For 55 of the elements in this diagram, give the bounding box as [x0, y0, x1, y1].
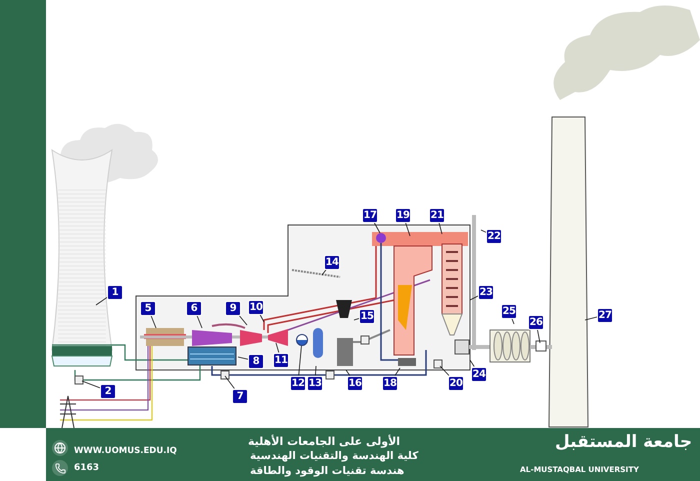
callout-number: 2: [100, 384, 116, 398]
leader-line: [470, 296, 478, 300]
leader-line: [346, 370, 350, 376]
leader-line: [354, 318, 360, 320]
callout-number: 20: [448, 376, 464, 390]
leader-line: [537, 329, 540, 344]
leader-line: [315, 366, 316, 376]
callout-number: 7: [232, 388, 248, 404]
callout-number: 27: [597, 308, 613, 322]
arabic-heading: الأولى على الجامعات الأهلية: [248, 436, 400, 447]
callout-number: 9: [225, 300, 241, 316]
leader-line: [96, 297, 108, 306]
leader-line: [394, 368, 400, 376]
callout-number: 24: [471, 366, 487, 382]
leader-line: [238, 356, 248, 360]
callout-number: 5: [140, 300, 156, 316]
callout-number: 21: [429, 208, 445, 222]
leader-line: [260, 314, 264, 322]
leader-line: [196, 315, 202, 328]
leader-line: [374, 222, 380, 234]
callout-number: 1: [107, 284, 123, 300]
arabic-heading: جامعة المستقبل: [555, 434, 692, 451]
callout-number: 8: [248, 354, 264, 368]
footer-text: WWW.UOMUS.EDU.IQ: [74, 447, 177, 456]
footer-text: 6163: [74, 464, 100, 473]
callout-number: 19: [395, 208, 411, 222]
callout-number: 11: [273, 352, 289, 368]
callout-number: 15: [359, 308, 375, 324]
leader-line: [480, 230, 486, 233]
leader-line: [82, 380, 100, 388]
callout-number: 22: [486, 228, 502, 244]
leader-line: [322, 269, 327, 276]
leader-line: [298, 346, 302, 376]
leader-line: [405, 222, 410, 236]
callout-number: 14: [324, 254, 340, 270]
callout-number: 17: [362, 208, 378, 222]
leader-line: [470, 360, 475, 367]
leader-line: [438, 222, 442, 234]
callout-number: 13: [307, 376, 323, 390]
leader-line: [276, 342, 280, 353]
leader-line: [150, 315, 156, 328]
leader-line: [584, 316, 598, 320]
arabic-heading: كلية الهندسة والتقنيات الهندسية: [250, 451, 418, 462]
leader-line: [440, 366, 450, 376]
callout-number: 10: [248, 300, 264, 314]
callout-number: 23: [478, 284, 494, 300]
callout-number: 18: [382, 376, 398, 390]
callout-number: 6: [186, 300, 202, 316]
arabic-heading: هندسة تقنيات الوقود والطاقة: [250, 466, 404, 476]
callout-number: 26: [528, 314, 544, 330]
leader-line: [238, 315, 248, 326]
leader-line: [224, 376, 235, 389]
callout-number: 16: [347, 376, 363, 390]
callout-number: 12: [290, 376, 306, 390]
callout-number: 25: [501, 304, 517, 318]
